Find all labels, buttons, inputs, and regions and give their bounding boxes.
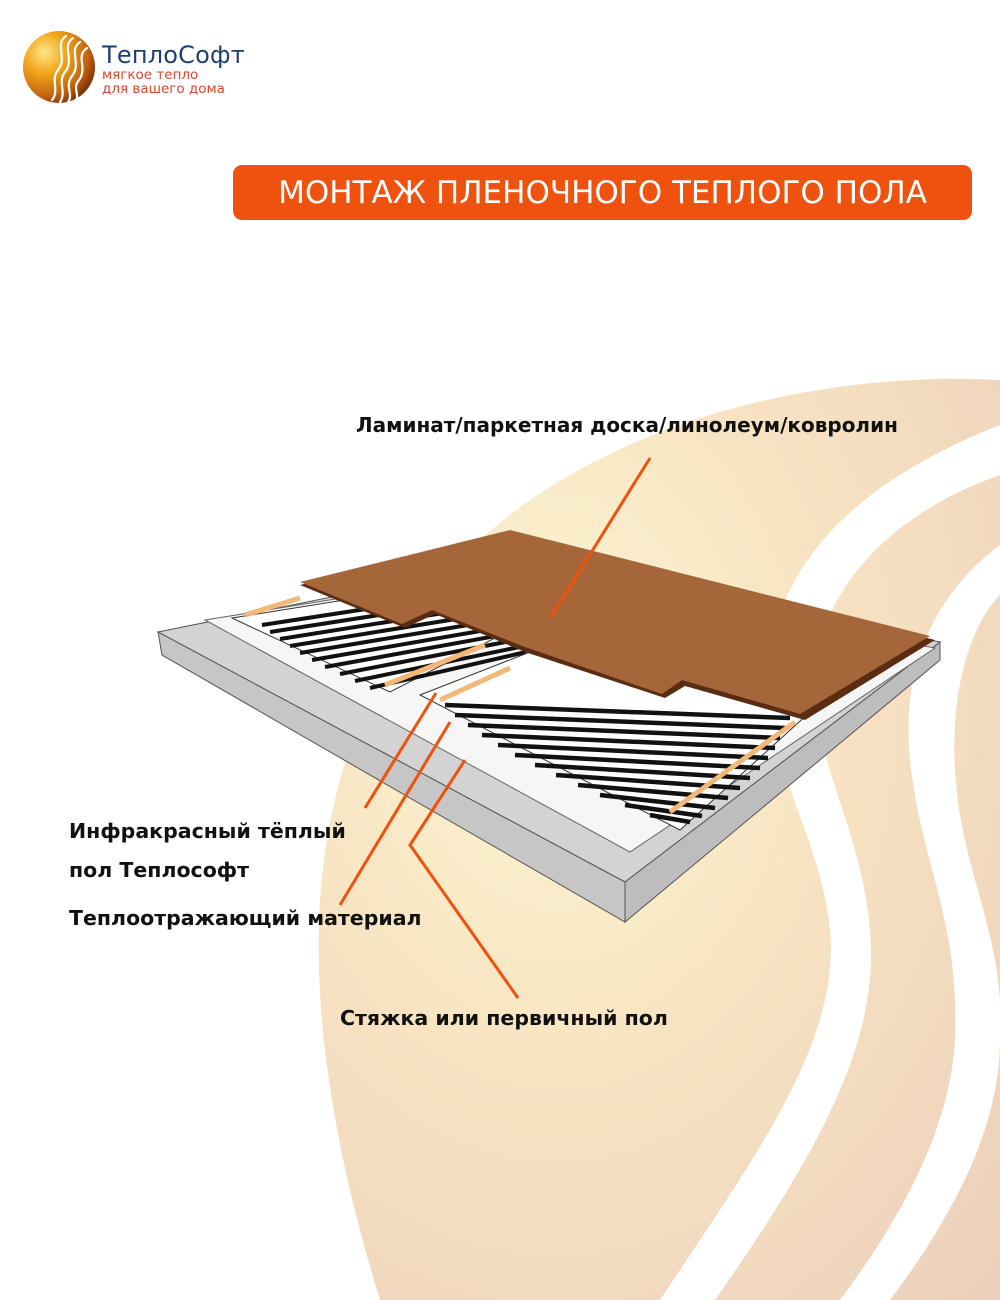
sun-waves-logo-icon bbox=[23, 31, 95, 104]
floor-covering-layer bbox=[300, 530, 935, 720]
label-infrared-film: Инфракрасный тёплый пол Теплософт bbox=[69, 812, 346, 890]
leader-lines bbox=[338, 457, 652, 999]
brand-logo: ТеплоСофт мягкое тепло для вашего дома bbox=[22, 30, 245, 104]
label-screed: Стяжка или первичный пол bbox=[340, 1006, 668, 1030]
brand-tagline-line2: для вашего дома bbox=[102, 81, 225, 97]
label-infrared-film-line2: пол Теплософт bbox=[69, 858, 250, 882]
infrared-film-panel-right bbox=[418, 651, 812, 831]
label-floor-covering: Ламинат/паркетная доска/линолеум/ковроли… bbox=[356, 413, 898, 437]
label-reflective-material: Теплоотражающий материал bbox=[69, 906, 422, 930]
brand-tagline-line1: мягкое тепло bbox=[102, 67, 199, 83]
label-infrared-film-line1: Инфракрасный тёплый bbox=[69, 819, 346, 843]
title-badge: МОНТАЖ ПЛЕНОЧНОГО ТЕПЛОГО ПОЛА bbox=[233, 165, 972, 220]
page-title: МОНТАЖ ПЛЕНОЧНОГО ТЕПЛОГО ПОЛА bbox=[278, 174, 927, 211]
brand-name: ТеплоСофт bbox=[102, 41, 245, 69]
